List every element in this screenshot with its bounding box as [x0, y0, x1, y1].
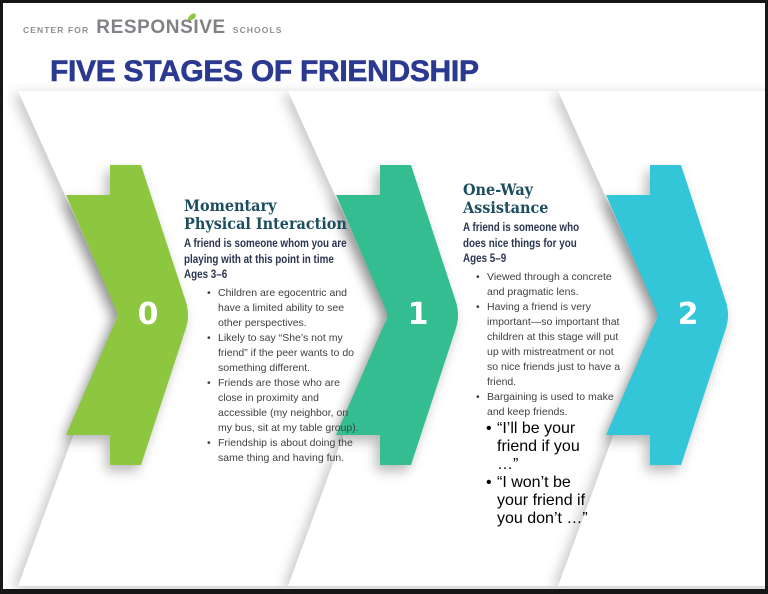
bullet-item: Bargaining is used to make and keep frie…: [474, 390, 626, 420]
stage-heading: Momentary Physical Interaction: [184, 197, 374, 232]
stage-heading-line1: One-Way: [463, 180, 534, 199]
brand-name-text: RESPONSIVE: [96, 17, 226, 38]
page-title: FIVE STAGES OF FRIENDSHIP: [50, 55, 480, 89]
stage-bullet-list: Viewed through a concrete and pragmatic …: [474, 270, 626, 420]
stage-number-2: 2: [677, 297, 699, 332]
chevron-stage-2: [606, 165, 728, 465]
stage-heading-line2: Physical Interaction: [184, 213, 347, 233]
sub-bullet-item: “I’ll be your friend if you …”: [484, 420, 597, 474]
bullet-item: Viewed through a concrete and pragmatic …: [474, 270, 626, 300]
stage-bullet-list: Children are egocentric and have a limit…: [205, 286, 363, 466]
ages-label: Ages 5–9: [463, 251, 507, 265]
stage-number-1: 1: [407, 297, 429, 332]
ages-label: Ages 3–6: [184, 267, 228, 281]
sub-bullet-list: “I’ll be your friend if you …” “I won’t …: [484, 420, 653, 528]
bullet-item: Likely to say “She’s not my friend” if t…: [205, 331, 363, 376]
stage-column-momentary: Momentary Physical Interaction A friend …: [184, 197, 374, 466]
chevron-stage-0: [66, 165, 188, 465]
stage-heading: One-Way Assistance: [463, 181, 653, 216]
stage-column-one-way: One-Way Assistance A friend is someone w…: [463, 181, 653, 528]
intro-line: playing with at this point in time: [184, 251, 334, 266]
stage-heading-line1: Momentary: [184, 196, 277, 215]
brand-post-text: SCHOOLS: [232, 25, 283, 35]
brand-logo: CENTER FOR RESPONSIVE SCHOOLS: [23, 13, 283, 39]
sub-bullet-item: “I won’t be your friend if you don’t …”: [484, 474, 597, 528]
bullet-item: Friends are those who are close in proxi…: [205, 376, 363, 436]
brand-pre-text: CENTER FOR: [23, 25, 90, 35]
intro-line: does nice things for you: [463, 235, 577, 250]
intro-line: A friend is someone whom you are: [184, 236, 347, 250]
stage-intro: A friend is someone who does nice things…: [463, 220, 653, 267]
brand-name-wrap: RESPONSIVE: [96, 13, 226, 39]
bullet-item: Children are egocentric and have a limit…: [205, 286, 363, 331]
leaf-icon: [187, 13, 196, 21]
intro-line: A friend is someone who: [463, 220, 580, 234]
bullet-item: Friendship is about doing the same thing…: [205, 436, 363, 466]
bullet-item: Having a friend is very important—so imp…: [474, 300, 626, 390]
stage-intro: A friend is someone whom you are playing…: [184, 236, 374, 283]
chevron-stage-1: [336, 165, 458, 465]
stage-heading-line2: Assistance: [463, 197, 549, 217]
stage-number-0: 0: [137, 297, 159, 332]
